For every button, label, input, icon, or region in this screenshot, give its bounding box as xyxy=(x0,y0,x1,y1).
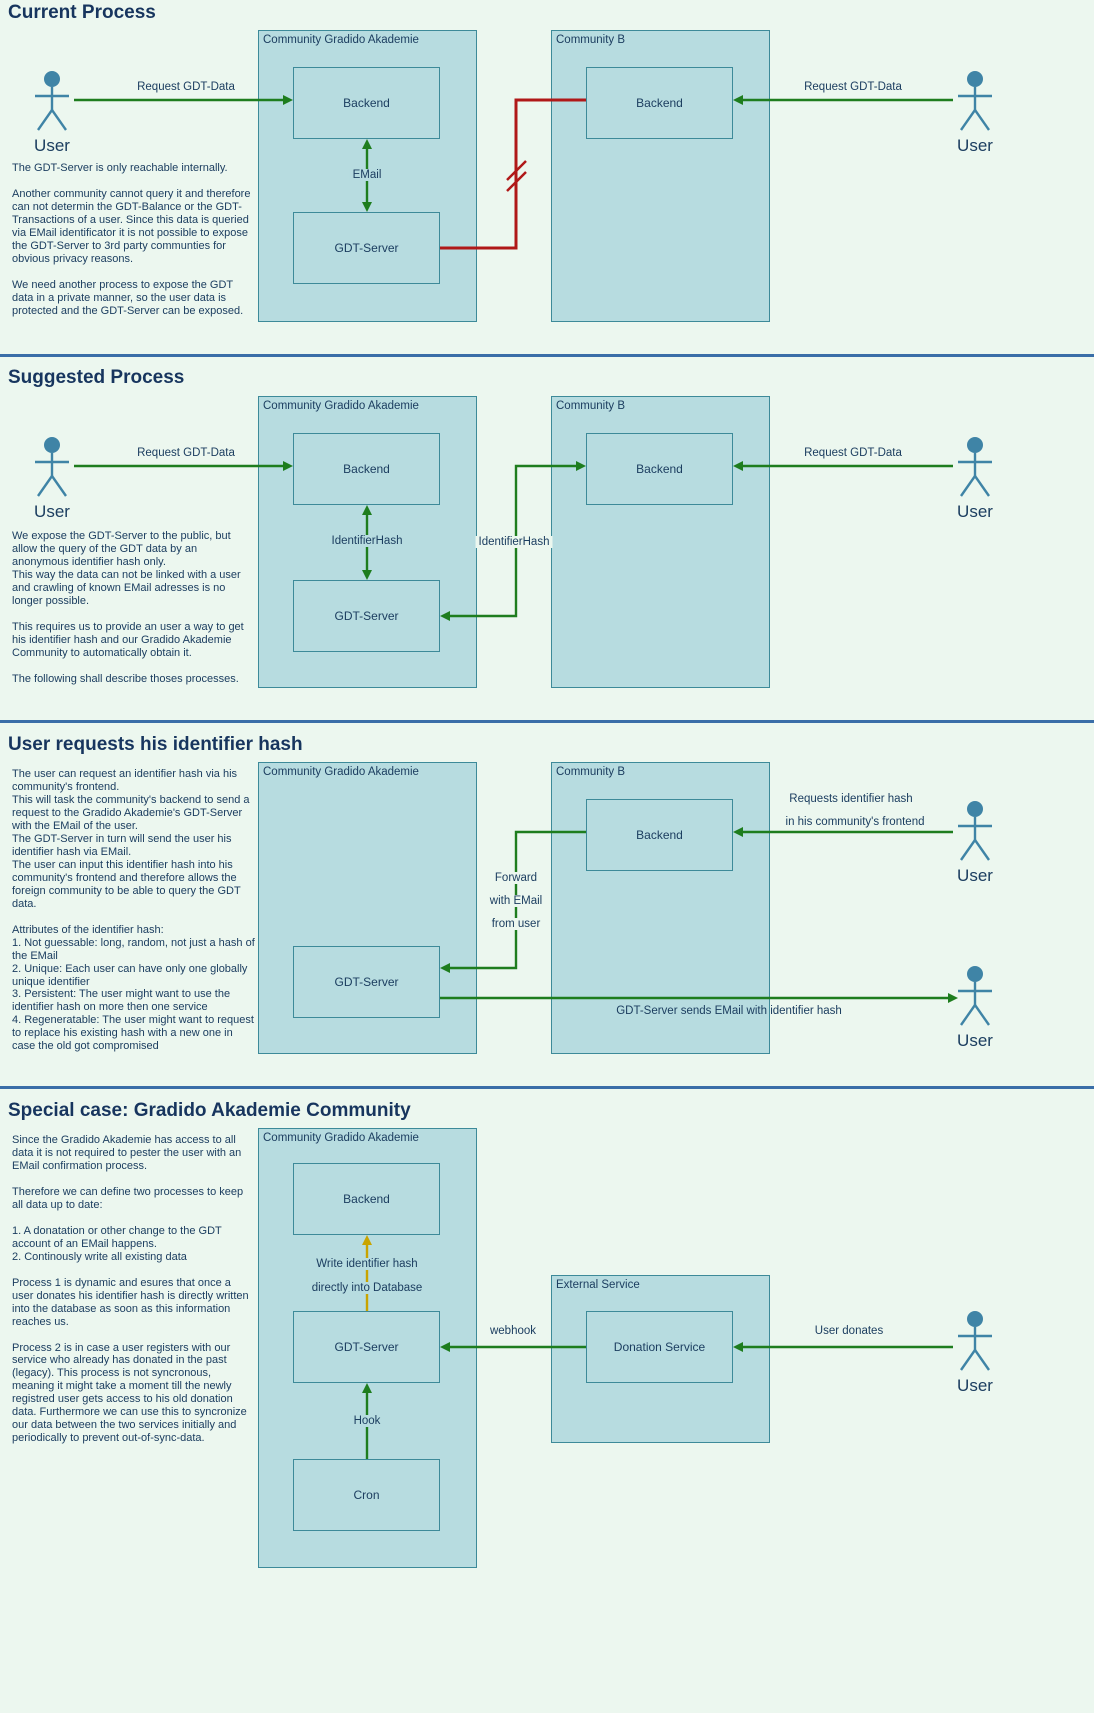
stick-figure-icon xyxy=(958,801,992,861)
stick-figure-icon xyxy=(958,71,992,131)
section1-description: The GDT-Server is only reachable interna… xyxy=(12,162,251,317)
community-gradido-akademie-label-2: Community Gradido Akademie xyxy=(263,400,419,412)
gdt-server-node-1: GDT-Server xyxy=(293,212,440,284)
user-actor-left-2 xyxy=(30,436,74,500)
stick-figure-icon xyxy=(35,437,69,497)
cron-node: Cron xyxy=(293,1459,440,1531)
section4-description: Since the Gradido Akademie has access to… xyxy=(12,1134,249,1445)
forward-label-line1: Forward xyxy=(491,872,541,884)
gdt-server-node-4: GDT-Server xyxy=(293,1311,440,1383)
backend-node-b-1: Backend xyxy=(586,67,733,139)
user-actor-left-1 xyxy=(30,70,74,134)
user-actor-4 xyxy=(953,1310,997,1374)
forward-label-line3: from user xyxy=(488,918,544,930)
backend-node-4: Backend xyxy=(293,1163,440,1235)
stick-figure-icon xyxy=(35,71,69,131)
user-actor-bottom-3 xyxy=(953,965,997,1029)
community-gradido-akademie-label-1: Community Gradido Akademie xyxy=(263,34,419,46)
backend-node-a-1: Backend xyxy=(293,67,440,139)
user-label-left-1: User xyxy=(34,136,70,155)
donation-service-node: Donation Service xyxy=(586,1311,733,1383)
webhook-label: webhook xyxy=(486,1325,540,1337)
community-gradido-akademie-label-3: Community Gradido Akademie xyxy=(263,766,419,778)
backend-node-a-2: Backend xyxy=(293,433,440,505)
requests-identifier-hash-label-line1: Requests identifier hash xyxy=(789,793,913,805)
user-label-bottom-3: User xyxy=(957,1031,993,1050)
community-gradido-akademie-label-4: Community Gradido Akademie xyxy=(263,1132,419,1144)
user-label-left-2: User xyxy=(34,502,70,521)
user-actor-right-2 xyxy=(953,436,997,500)
hook-label: Hook xyxy=(350,1415,384,1427)
section1-title: Current Process xyxy=(8,2,156,23)
break-slash xyxy=(506,160,527,181)
request-gdt-data-label-left-1: Request GDT-Data xyxy=(137,81,235,93)
forward-label-line2: with EMail xyxy=(486,895,546,907)
request-gdt-data-label-left-2: Request GDT-Data xyxy=(137,447,235,459)
backend-node-b-2: Backend xyxy=(586,433,733,505)
break-slash xyxy=(506,171,527,192)
user-label-4: User xyxy=(957,1376,993,1395)
section-divider-3 xyxy=(0,1086,1094,1089)
section2-title: Suggested Process xyxy=(8,367,185,388)
email-label: EMail xyxy=(349,169,385,181)
gdt-server-sends-email-label: GDT-Server sends EMail with identifier h… xyxy=(616,1005,842,1017)
section-divider-1 xyxy=(0,354,1094,357)
stick-figure-icon xyxy=(958,966,992,1026)
user-label-right-2: User xyxy=(957,502,993,521)
backend-node-b-3: Backend xyxy=(586,799,733,871)
identifierhash-label-inner: IdentifierHash xyxy=(328,535,406,547)
gdt-server-node-2: GDT-Server xyxy=(293,580,440,652)
user-actor-right-1 xyxy=(953,70,997,134)
user-label-top-3: User xyxy=(957,866,993,885)
community-b-label-3: Community B xyxy=(556,766,626,778)
section3-title: User requests his identifier hash xyxy=(8,734,303,755)
section2-description: We expose the GDT-Server to the public, … xyxy=(12,530,244,685)
write-identifier-hash-label-line2: directly into Database xyxy=(308,1282,426,1294)
external-service-label: External Service xyxy=(556,1279,640,1291)
user-donates-label: User donates xyxy=(814,1325,884,1337)
gdt-server-node-3: GDT-Server xyxy=(293,946,440,1018)
stick-figure-icon xyxy=(958,1311,992,1371)
requests-identifier-hash-label-line2: in his community's frontend xyxy=(785,816,925,828)
community-b-label-2: Community B xyxy=(556,400,626,412)
user-label-right-1: User xyxy=(957,136,993,155)
request-gdt-data-label-right-1: Request GDT-Data xyxy=(804,81,902,93)
section4-title: Special case: Gradido Akademie Community xyxy=(8,1100,411,1121)
request-gdt-data-label-right-2: Request GDT-Data xyxy=(804,447,902,459)
user-actor-top-3 xyxy=(953,800,997,864)
stick-figure-icon xyxy=(958,437,992,497)
write-identifier-hash-label-line1: Write identifier hash xyxy=(313,1258,421,1270)
section3-description: The user can request an identifier hash … xyxy=(12,768,255,1053)
identifierhash-label-outer: IdentifierHash xyxy=(475,536,553,548)
community-b-label-1: Community B xyxy=(556,34,626,46)
section-divider-2 xyxy=(0,720,1094,723)
